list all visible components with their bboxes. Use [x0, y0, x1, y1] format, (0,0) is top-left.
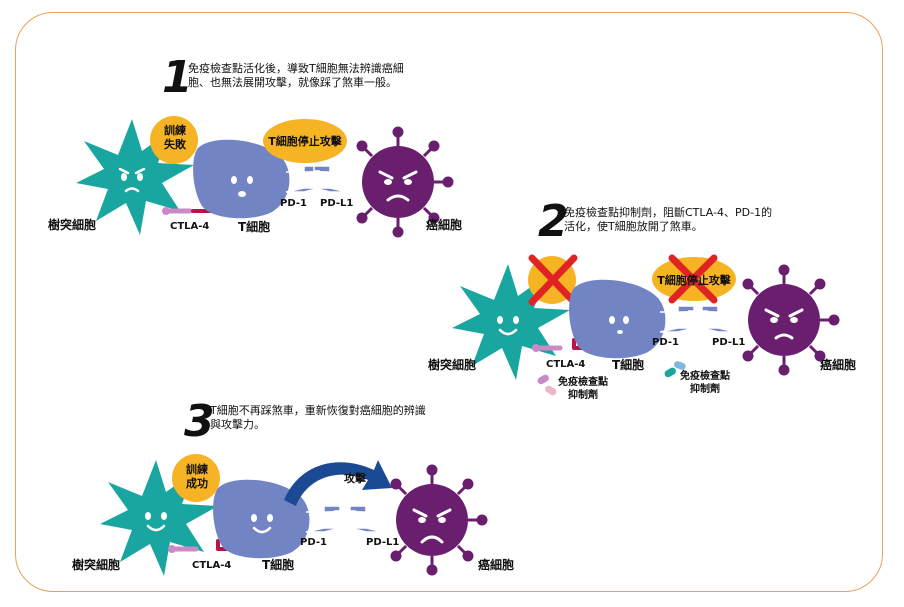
step2-pd1-label: PD-1: [652, 337, 679, 348]
step2-tc-bubble: [652, 254, 736, 304]
step1-number: 1: [162, 52, 193, 103]
step3-attack-label: 攻擊: [344, 472, 366, 485]
step2-pdl1-hand: [699, 305, 737, 333]
step2-inhibitor2-label: 免疫檢查點 抑制劑: [680, 371, 730, 395]
step3-dendritic-label: 樹突細胞: [72, 558, 121, 572]
step3-number: 3: [184, 396, 215, 447]
step1-pd1-label: PD-1: [280, 198, 307, 209]
step2-cancer-cell: [742, 264, 840, 376]
step2-cancer-label: 癌細胞: [820, 358, 857, 372]
step1-dc-bubble: [150, 116, 198, 164]
step2-tc-bubble-label: T細胞停止攻擊: [657, 274, 731, 287]
step3-dc-bubble-label: 訓練 成功: [186, 463, 208, 490]
step1-cancer-cell: [356, 126, 454, 238]
step2-pdl1-label: PD-L1: [712, 337, 746, 348]
step1-ctla4-label: CTLA-4: [170, 221, 210, 232]
step1-dc-bubble-label: 訓練 失敗: [164, 124, 186, 151]
step2-dc-bubble: [528, 254, 578, 306]
step2-inhibitor1-label: 免疫檢查點 抑制劑: [558, 377, 608, 401]
step3-cancer-label: 癌細胞: [478, 558, 515, 572]
step1-cancer-label: 癌細胞: [426, 218, 463, 232]
step3-ctla4-label: CTLA-4: [192, 560, 232, 571]
step2-inhibitor2-pill: [664, 361, 686, 378]
step3-tcell: [213, 479, 310, 559]
step1-tcell-label: T細胞: [238, 220, 271, 234]
step2-dendritic-label: 樹突細胞: [428, 358, 477, 372]
step2-tcell: [569, 279, 666, 359]
step1-tc-bubble: [263, 119, 347, 163]
step3-tcell-label: T細胞: [262, 558, 295, 572]
step3-pd1-label: PD-1: [300, 537, 327, 548]
step1-description: 免疫檢查點活化後，導致T細胞無法辨識癌細胞、也無法展開攻擊，就像踩了煞車一般。: [188, 62, 404, 89]
step3-attack-arrow: [284, 460, 392, 506]
step3-description: T細胞不再踩煞車，重新恢復對癌細胞的辨識與攻擊力。: [210, 404, 426, 431]
step3-pdl1-hand: [347, 505, 385, 533]
step3-pd1-hand: [305, 505, 343, 533]
step1-tc-bubble-label: T細胞停止攻擊: [268, 135, 342, 148]
step2-inhibitor1-pill: [537, 374, 557, 396]
step1-dendritic-label: 樹突細胞: [48, 218, 97, 232]
step3-dc-bubble: [172, 454, 220, 502]
step1-pdl1-hand: [311, 165, 349, 193]
step3-pdl1-label: PD-L1: [366, 537, 400, 548]
step2-description: 免疫檢查點抑制劑，阻斷CTLA-4、PD-1的活化，使T細胞放開了煞車。: [564, 206, 773, 233]
step2-ctla4-label: CTLA-4: [546, 359, 586, 370]
step3-cancer-cell: [390, 464, 488, 576]
step1-tcell: [193, 139, 290, 219]
step2-tcell-label: T細胞: [612, 358, 645, 372]
step2-number: 2: [538, 196, 569, 247]
step1-pdl1-label: PD-L1: [320, 198, 354, 209]
